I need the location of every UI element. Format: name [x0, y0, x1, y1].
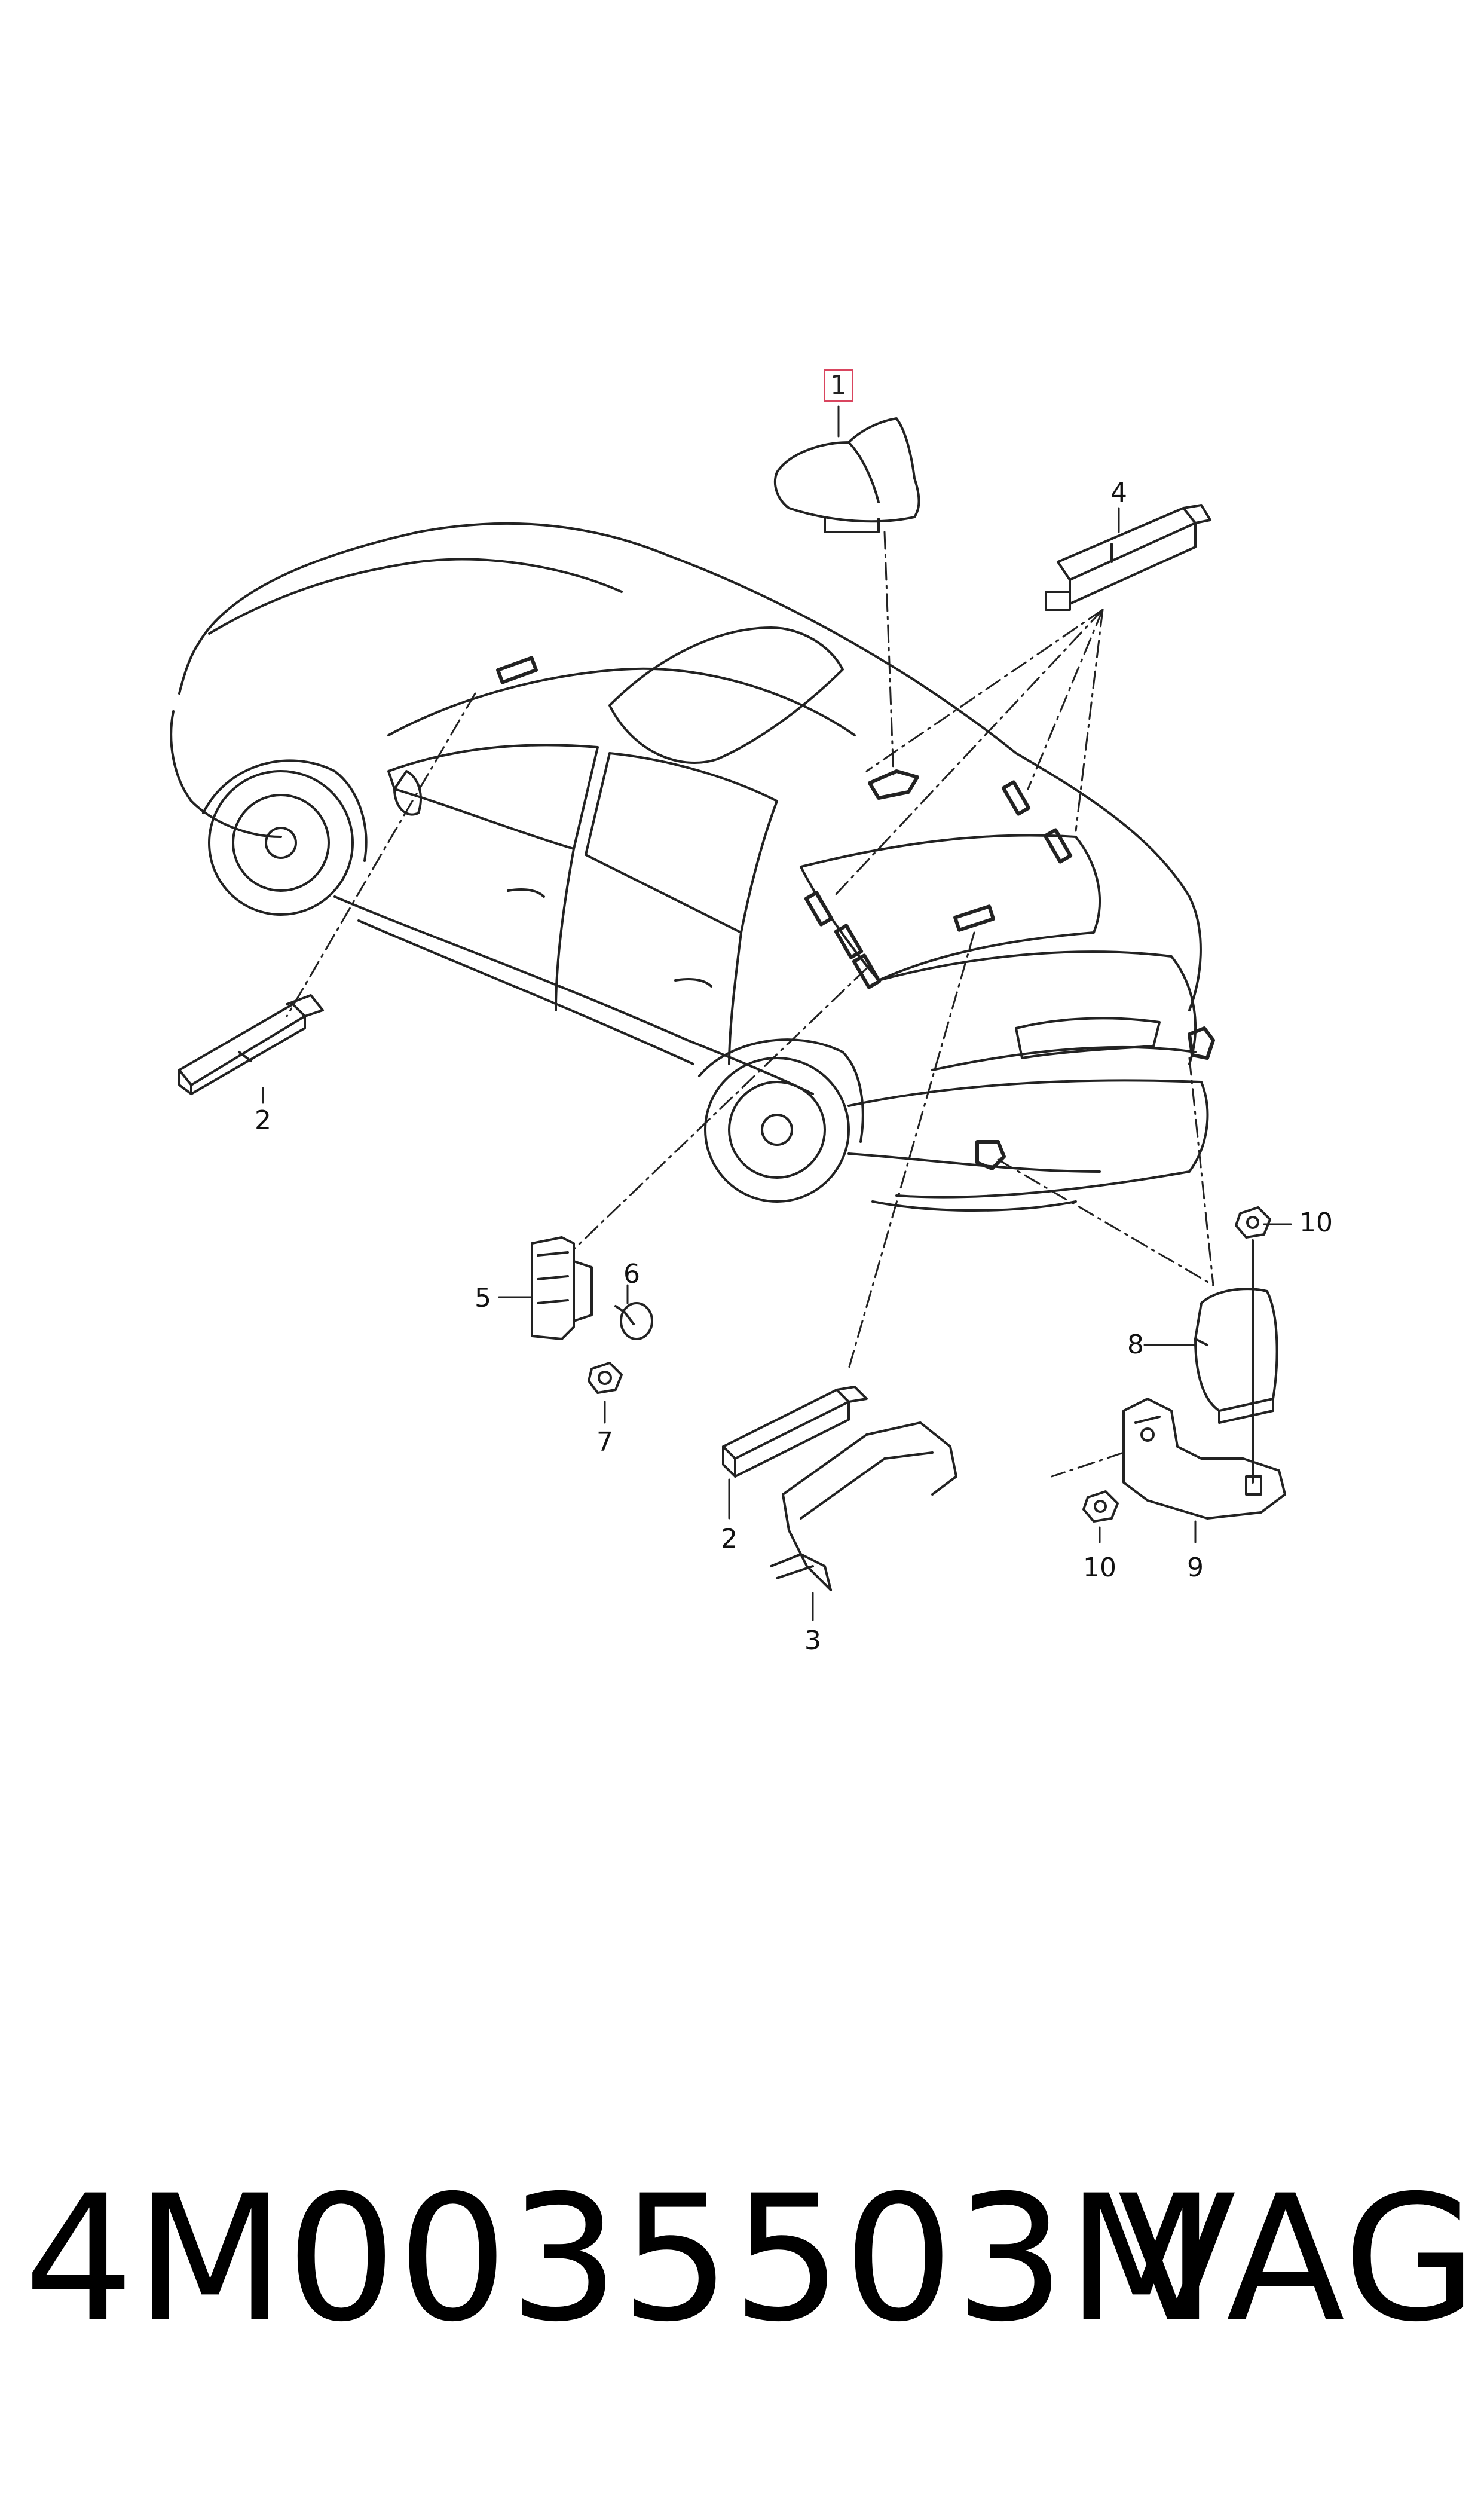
part-2-antenna-module-bottom — [722, 1386, 868, 1478]
part-9-bracket-plate — [1122, 1398, 1286, 1520]
callout-8[interactable]: 8 — [1127, 1329, 1144, 1360]
part-1-roof-antenna — [773, 417, 920, 533]
part-7-nut — [588, 1362, 623, 1394]
part-10-nut-bottom — [1082, 1490, 1119, 1523]
callout-6[interactable]: 6 — [623, 1259, 640, 1289]
part-8-module-housing — [1194, 1288, 1278, 1424]
leader-lines — [286, 531, 1214, 1478]
part-number-label: 4M0035503M — [24, 2159, 1217, 2360]
callout-10-top[interactable]: 10 — [1299, 1207, 1333, 1238]
callout-7[interactable]: 7 — [596, 1427, 613, 1457]
callout-9[interactable]: 9 — [1187, 1552, 1204, 1583]
antenna-mount-marks — [496, 656, 1215, 1170]
callout-2-bottom[interactable]: 2 — [721, 1524, 738, 1554]
part-3-mounting-bracket — [770, 1421, 957, 1591]
part-6-bolt — [614, 1302, 653, 1340]
callout-4[interactable]: 4 — [1110, 478, 1127, 508]
callout-2-left[interactable]: 2 — [255, 1105, 271, 1136]
callout-1[interactable]: 1 — [824, 369, 853, 402]
car-outline — [170, 522, 1209, 1212]
callout-10-bottom[interactable]: 10 — [1083, 1552, 1116, 1583]
brand-label: VAG — [1118, 2159, 1479, 2360]
part-2-antenna-module-left — [178, 994, 324, 1095]
part-4-antenna-amplifier — [1045, 504, 1211, 611]
part-5-antenna-bracket — [531, 1236, 593, 1340]
part-10-nut-top — [1235, 1206, 1271, 1484]
callout-3[interactable]: 3 — [804, 1625, 821, 1656]
callout-leaders — [262, 405, 1292, 1621]
callout-5[interactable]: 5 — [475, 1283, 491, 1313]
